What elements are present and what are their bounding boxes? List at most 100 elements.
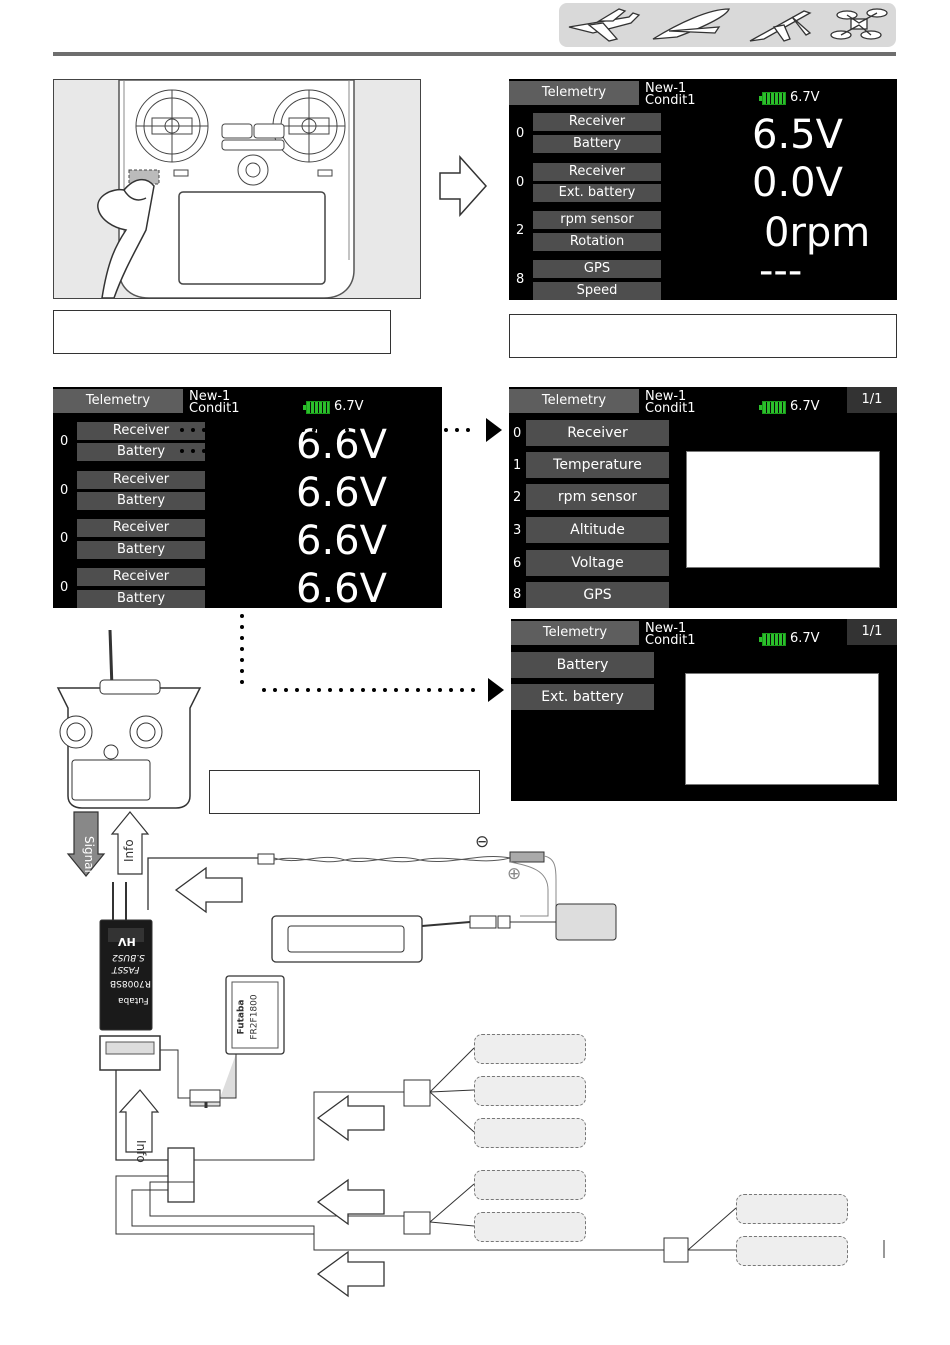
finger-pointer-icon [97, 178, 155, 298]
tx-voltage: 6.7V [790, 631, 820, 646]
sensor-placeholder [736, 1236, 848, 1266]
telemetry-screen-3: Telemetry New-1 Condit1 6.7V 1/1 0 Recei… [509, 387, 897, 608]
arrowhead-icon [486, 418, 502, 442]
model-name: New-1 [189, 389, 231, 404]
header-rule [53, 52, 896, 56]
dotted-lines [180, 418, 504, 702]
info-label-bottom: Info [134, 1140, 148, 1163]
caption-box-1 [53, 310, 391, 354]
condition-name: Condit1 [645, 93, 696, 108]
row-4-sensor[interactable]: GPS [533, 260, 661, 278]
condition-name: Condit1 [645, 633, 696, 648]
telemetry-tab[interactable]: Telemetry [509, 389, 639, 413]
row-2-sensor[interactable]: Receiver [77, 471, 205, 489]
model-type-icons [568, 8, 888, 42]
row-2-item[interactable]: Ext. battery [533, 184, 661, 202]
sensor-2-button[interactable]: Temperature [526, 452, 669, 478]
arrowhead-icon [488, 678, 504, 702]
sensor-6-button[interactable]: GPS [526, 582, 669, 608]
row-1-value: 6.5V [752, 112, 843, 158]
row-2-index: 0 [516, 175, 525, 190]
model-name: New-1 [645, 621, 687, 636]
row-3-sensor[interactable]: rpm sensor [533, 211, 661, 229]
multicopter-icon [830, 8, 888, 40]
row-3-item[interactable]: Rotation [533, 233, 661, 251]
sensor-5-button[interactable]: Voltage [526, 550, 669, 576]
sensor-1-button[interactable]: Receiver [526, 420, 669, 446]
row-1-sensor[interactable]: Receiver [533, 113, 661, 131]
model-name: New-1 [645, 81, 687, 96]
condition-name: Condit1 [189, 401, 240, 416]
row-2-index: 0 [60, 483, 69, 498]
telemetry-screen-2: Telemetry New-1 Condit1 6.7V 0 Receiver … [53, 387, 442, 608]
callout-box [685, 673, 879, 785]
sensor-5-index: 6 [513, 556, 522, 571]
row-4-index: 0 [60, 580, 69, 595]
row-1-sensor[interactable]: Receiver [77, 422, 205, 440]
right-arrow-icon [439, 155, 488, 217]
row-3-item[interactable]: Battery [77, 541, 205, 559]
receiver-icon [99, 919, 153, 1031]
item-battery-button[interactable]: Battery [511, 652, 654, 678]
left-stick-gimbal-icon [135, 89, 209, 163]
lcd-outline [178, 191, 326, 285]
row-2-item[interactable]: Battery [77, 492, 205, 510]
minus-symbol: ⊖ [475, 832, 490, 852]
telemetry-tab[interactable]: Telemetry [511, 621, 639, 645]
sensor-3-button[interactable]: rpm sensor [526, 484, 669, 510]
esc-icon [555, 903, 617, 941]
wiring-diagram [99, 851, 885, 1298]
receiver-hv: HV [118, 935, 136, 948]
sensor-1-index: 0 [513, 426, 522, 441]
tx-voltage: 6.7V [334, 399, 364, 414]
receiver-model: R7008SB [110, 978, 152, 988]
sensor-hub-icon [403, 1079, 431, 1107]
sensor-placeholder [474, 1118, 586, 1148]
row-3-value: 0rpm [764, 210, 871, 256]
sensor-hub-icon [663, 1237, 689, 1263]
row-4-item[interactable]: Speed [533, 282, 661, 300]
sensor-4-button[interactable]: Altitude [526, 517, 669, 543]
row-3-sensor[interactable]: Receiver [77, 519, 205, 537]
telemetry-tab[interactable]: Telemetry [509, 81, 639, 105]
model-name: New-1 [645, 389, 687, 404]
callout-box [686, 451, 880, 568]
row-1-item[interactable]: Battery [533, 135, 661, 153]
center-buttons-icon [173, 123, 333, 186]
caption-box-3 [209, 770, 480, 814]
page-indicator[interactable]: 1/1 [847, 619, 897, 645]
row-2-sensor[interactable]: Receiver [533, 163, 661, 181]
receiver-brand: Futaba [118, 995, 149, 1005]
sensor-2-index: 1 [513, 458, 522, 473]
sensor-placeholder [474, 1076, 586, 1106]
row-3-value: 6.6V [296, 518, 387, 564]
battery-icon [303, 401, 330, 414]
sensor-6-index: 8 [513, 587, 522, 602]
page-indicator[interactable]: 1/1 [847, 387, 897, 413]
sensor-hub-icon [403, 1211, 431, 1235]
sailplane-icon [749, 10, 812, 42]
transmitter-illustration [56, 629, 202, 809]
signal-arrow-icon [66, 811, 106, 877]
sensor-placeholder [736, 1194, 848, 1224]
row-4-sensor[interactable]: Receiver [77, 568, 205, 586]
glider-icon [652, 8, 730, 40]
row-1-item[interactable]: Battery [77, 443, 205, 461]
telemetry-tab[interactable]: Telemetry [53, 389, 183, 413]
row-4-item[interactable]: Battery [77, 590, 205, 608]
airplane-icon [568, 8, 641, 42]
row-2-value: 0.0V [752, 160, 843, 206]
row-2-value: 6.6V [296, 470, 387, 516]
row-1-value: 6.6V [296, 422, 387, 468]
row-1-index: 0 [516, 126, 525, 141]
row-4-value: --- [759, 248, 803, 294]
telemetry-screen-4: Telemetry New-1 Condit1 6.7V 1/1 Battery… [511, 619, 897, 801]
row-4-index: 8 [516, 272, 525, 287]
right-stick-gimbal-icon [272, 89, 346, 163]
sensor-model: FR2F1800 [249, 994, 260, 1040]
sbus-hub-icon [167, 1147, 195, 1203]
receiver-sub: FASST [112, 964, 140, 974]
transmitter-closeup-illustration [97, 80, 355, 298]
item-ext-battery-button[interactable]: Ext. battery [511, 684, 654, 710]
row-4-value: 6.6V [296, 566, 387, 608]
